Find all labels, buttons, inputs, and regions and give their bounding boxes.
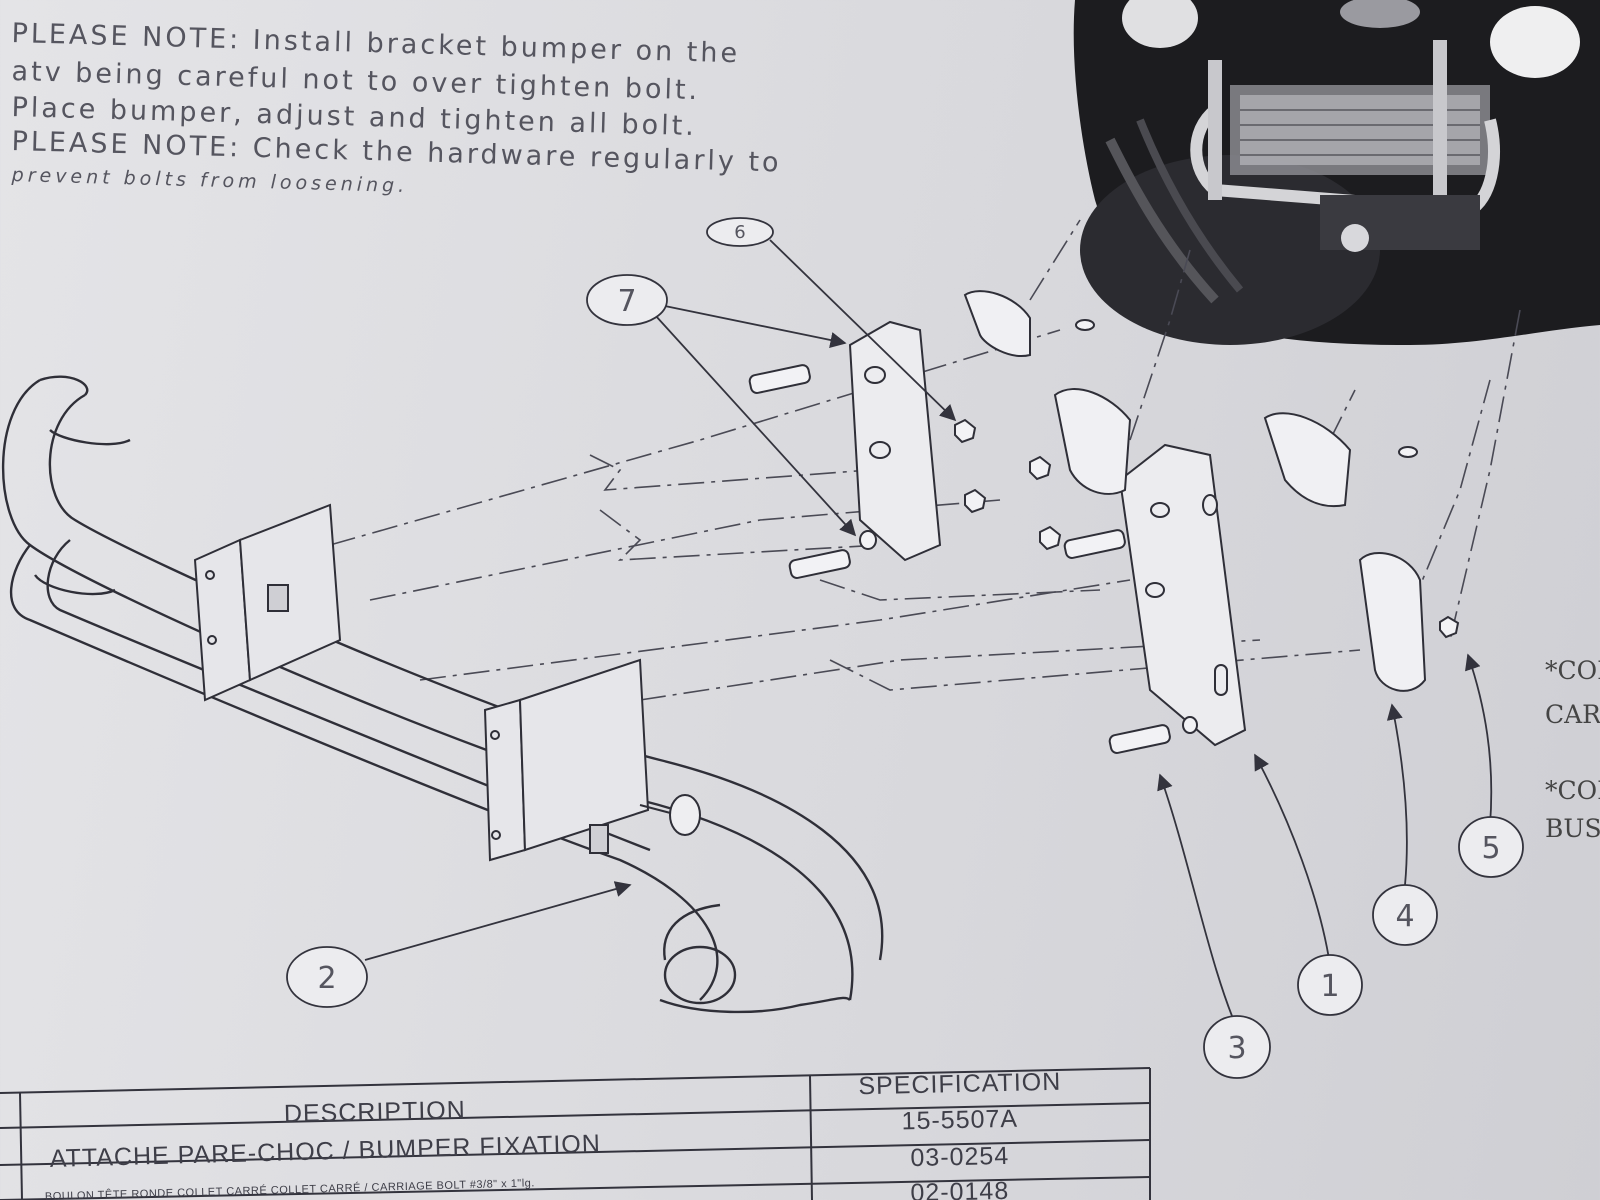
bracket-plates: [848, 320, 1247, 747]
table-row-1-spec: 15-5507A: [901, 1105, 1018, 1136]
side-note-2: CAR: [1545, 700, 1600, 729]
callout-3: 3: [1203, 1015, 1271, 1079]
side-note-3: *COI: [1545, 776, 1600, 805]
hardware: [748, 319, 1460, 754]
parts-table: DESCRIPTION SPECIFICATION ATTACHE PARE-C…: [0, 1067, 1151, 1200]
callout-7-label: 7: [617, 284, 636, 319]
callout-5: 5: [1458, 816, 1524, 878]
callout-6-label: 6: [734, 222, 745, 243]
callout-2-label: 2: [317, 961, 336, 996]
side-note-4: BUSI: [1545, 814, 1600, 843]
assembly-lines: [329, 219, 1521, 701]
side-note-1: *COI: [1545, 656, 1600, 685]
table-row-1-description: ATTACHE PARE-CHOC / BUMPER FIXATION: [49, 1130, 601, 1173]
callout-6: 6: [706, 217, 774, 247]
callout-1-label: 1: [1320, 969, 1339, 1004]
table-header-description: DESCRIPTION: [284, 1096, 466, 1128]
callout-bubbles: 1 2 3 4 5 6 7: [286, 217, 1524, 1079]
carriage-bolt-2: [639, 794, 701, 836]
callout-5-label: 5: [1481, 831, 1500, 866]
callout-4: 4: [1372, 884, 1438, 946]
leader-lines: [364, 239, 1493, 1036]
callout-4-label: 4: [1395, 899, 1414, 934]
callout-1: 1: [1297, 954, 1363, 1016]
bumper-mount-plates: [193, 503, 650, 862]
u-brackets: [963, 290, 1427, 692]
table-row-2-description: BOULON TÊTE RONDE COLLET CARRÉ COLLET CA…: [45, 1176, 535, 1200]
callout-7: 7: [586, 274, 668, 326]
bumper-tube: [1, 375, 884, 1014]
atv-photo: [1073, 0, 1600, 345]
callout-2: 2: [286, 946, 368, 1008]
table-row-2-spec: 03-0254: [910, 1142, 1009, 1172]
callout-3-label: 3: [1227, 1031, 1246, 1066]
table-header-specification: SPECIFICATION: [858, 1068, 1061, 1101]
table-row-3-spec: 02-0148: [910, 1177, 1009, 1200]
